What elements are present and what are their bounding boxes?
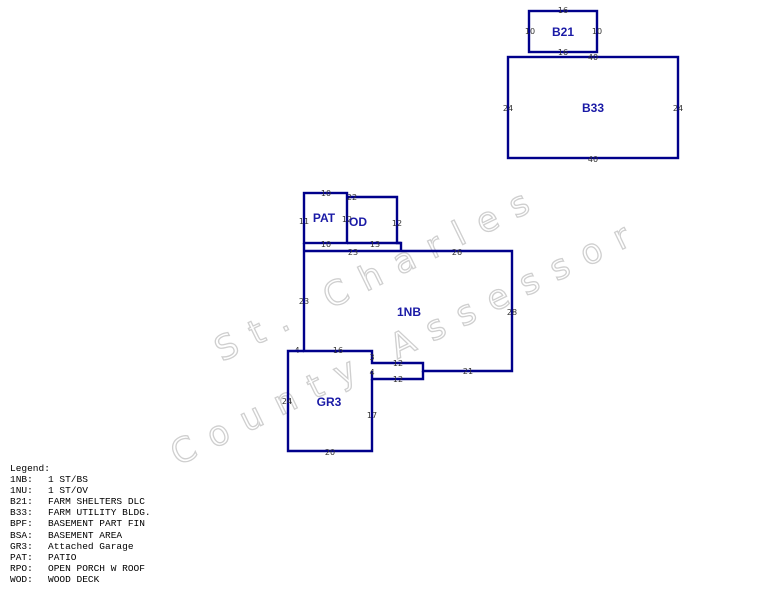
legend-code: BSA: bbox=[10, 529, 33, 541]
legend-desc: BASEMENT PART FIN bbox=[48, 518, 145, 530]
b21-label: B21 bbox=[552, 25, 574, 39]
b21-dim-bottom: 16 bbox=[558, 48, 568, 57]
legend-code: PAT: bbox=[10, 551, 33, 563]
pat-dim-bottom: 10 bbox=[321, 240, 331, 249]
legend-code: 1NU: bbox=[10, 485, 33, 497]
legend-desc: FARM UTILITY BLDG. bbox=[48, 507, 151, 519]
b21-outline bbox=[527, 9, 599, 54]
legend-item: PAT: PATIO bbox=[10, 552, 151, 563]
od-label: OD bbox=[349, 215, 367, 229]
pat-dim-left: 11 bbox=[299, 217, 309, 226]
1nb-notch bbox=[370, 371, 425, 381]
legend-desc: WOOD DECK bbox=[48, 573, 100, 585]
b33-label: B33 bbox=[582, 101, 604, 115]
1nb-dim-notch-top: 12 bbox=[393, 359, 403, 368]
legend-desc: 1 ST/BS bbox=[48, 474, 88, 486]
1nb-label: 1NB bbox=[397, 305, 421, 319]
1nb-dim-step-3: 3 bbox=[369, 353, 374, 362]
legend-code: RPO: bbox=[10, 562, 33, 574]
legend-desc: PATIO bbox=[48, 551, 77, 563]
legend-code: BPF: bbox=[10, 518, 33, 530]
1nb-dim-step-4: 4 bbox=[369, 368, 374, 377]
legend-item: B33: FARM UTILITY BLDG. bbox=[10, 507, 151, 518]
area-b33: 40 24 24 40 B33 bbox=[503, 53, 683, 164]
b33-dim-right: 24 bbox=[673, 104, 683, 113]
legend-code: 1NB: bbox=[10, 474, 33, 486]
area-b21: 16 10 10 16 B21 bbox=[525, 6, 602, 57]
area-pat: 10 11 12 10 PAT bbox=[299, 189, 352, 249]
area-gr3: 24 20 17 GR3 bbox=[282, 349, 377, 457]
legend-item: RPO: OPEN PORCH W ROOF bbox=[10, 563, 151, 574]
od-dim-top: 22 bbox=[347, 193, 357, 202]
gr3-dim-left: 24 bbox=[282, 397, 292, 406]
legend-code: WOD: bbox=[10, 573, 33, 585]
b21-dim-top: 16 bbox=[558, 6, 568, 15]
1nb-dim-top-right: 26 bbox=[452, 248, 462, 257]
pat-label: PAT bbox=[313, 211, 336, 225]
legend-item: BSA: BASEMENT AREA bbox=[10, 530, 151, 541]
1nb-outline bbox=[302, 243, 514, 373]
legend-item: BPF: BASEMENT PART FIN bbox=[10, 518, 151, 529]
area-od: 22 12 13 OD bbox=[347, 193, 403, 251]
area-1nb: 23 26 28 23 21 4 16 3 4 12 12 1NB bbox=[294, 243, 517, 384]
watermark: St. Charles County Assessor bbox=[164, 175, 652, 474]
legend-desc: OPEN PORCH W ROOF bbox=[48, 562, 145, 574]
pat-outline bbox=[302, 191, 349, 245]
b21-dim-left: 10 bbox=[525, 27, 535, 36]
gr3-outline bbox=[286, 349, 374, 453]
legend-code: B21: bbox=[10, 496, 33, 508]
od-dim-right: 12 bbox=[392, 219, 402, 228]
legend-desc: Attached Garage bbox=[48, 540, 134, 552]
gr3-dim-bottom: 20 bbox=[325, 448, 335, 457]
od-dim-bottom: 13 bbox=[370, 240, 380, 249]
legend-title: Legend: bbox=[10, 463, 50, 474]
legend-item: B21: FARM SHELTERS DLC bbox=[10, 496, 151, 507]
b33-outline bbox=[506, 55, 680, 160]
b21-dim-right: 10 bbox=[592, 27, 602, 36]
legend-item: 1NB: 1 ST/BS bbox=[10, 474, 151, 485]
gr3-dim-right: 17 bbox=[367, 411, 377, 420]
1nb-dim-top-left: 23 bbox=[348, 248, 358, 257]
1nb-dim-bottom: 21 bbox=[463, 367, 473, 376]
legend: Legend: 1NB: 1 ST/BS 1NU: 1 ST/OV B21: FARM… bbox=[10, 463, 151, 585]
legend-item: WOD: WOOD DECK bbox=[10, 574, 151, 585]
1nb-dim-right: 28 bbox=[507, 308, 517, 317]
legend-desc: FARM SHELTERS DLC bbox=[48, 496, 145, 508]
legend-desc: BASEMENT AREA bbox=[48, 529, 123, 541]
legend-code: B33: bbox=[10, 507, 33, 519]
legend-item: 1NU: 1 ST/OV bbox=[10, 485, 151, 496]
pat-dim-top: 10 bbox=[321, 189, 331, 198]
1nb-dim-left: 23 bbox=[299, 297, 309, 306]
b33-dim-left: 24 bbox=[503, 104, 513, 113]
gr3-label: GR3 bbox=[317, 395, 342, 409]
b33-dim-bottom: 40 bbox=[588, 155, 598, 164]
1nb-dim-notch-bottom: 12 bbox=[393, 375, 403, 384]
legend-code: GR3: bbox=[10, 540, 33, 552]
legend-desc: 1 ST/OV bbox=[48, 485, 88, 497]
b33-dim-top: 40 bbox=[588, 53, 598, 62]
legend-item: GR3: Attached Garage bbox=[10, 541, 151, 552]
1nb-dim-step-2: 16 bbox=[333, 346, 343, 355]
pat-dim-right: 12 bbox=[342, 215, 352, 224]
